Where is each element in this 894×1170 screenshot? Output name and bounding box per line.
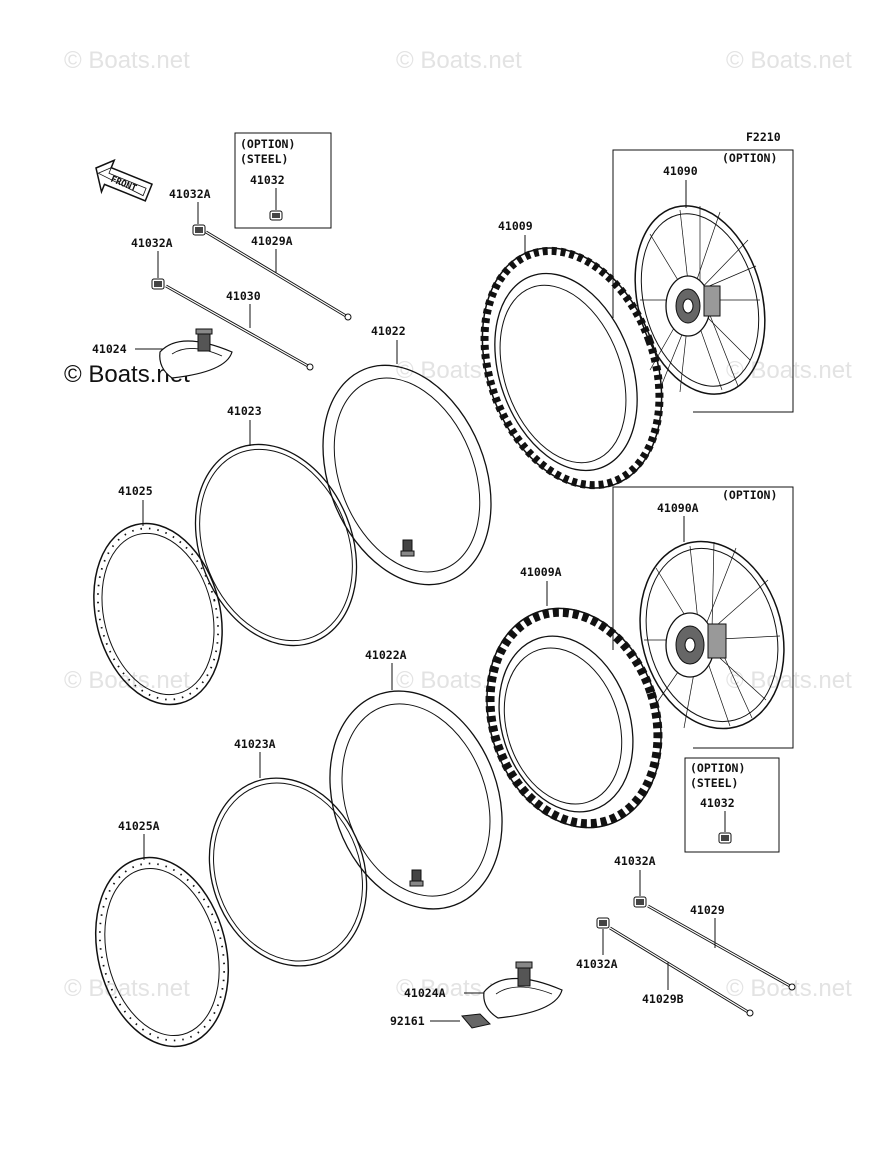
valve-icon — [409, 869, 424, 887]
label-41025A: 41025A — [118, 819, 160, 833]
label-41025: 41025 — [118, 484, 153, 498]
rim-lock-pad-icon — [461, 1013, 491, 1029]
spoke-icon — [205, 230, 352, 321]
label-41022: 41022 — [371, 324, 406, 338]
label-41029: 41029 — [690, 903, 725, 917]
nipple-icon — [192, 224, 206, 236]
watermark-5: © Boats.net — [726, 357, 852, 384]
label-41029A: 41029A — [251, 234, 293, 248]
part-label: 41032 — [700, 796, 735, 810]
label-41032A-3: 41032A — [614, 854, 656, 868]
option-box-front-wheel: (OPTION) 41090 — [612, 149, 794, 413]
spoke-icon — [647, 904, 796, 991]
watermark-8: © Boats.net — [726, 667, 852, 694]
option-text: (OPTION) — [240, 137, 295, 151]
tube-icon — [322, 364, 492, 586]
option-text: (OPTION) — [690, 761, 745, 775]
tube-icon — [329, 690, 503, 910]
label-41030: 41030 — [226, 289, 261, 303]
nipple-icon — [718, 832, 732, 844]
figure-code: F2210 — [746, 130, 781, 144]
label-41009: 41009 — [498, 219, 533, 233]
nipple-icon — [269, 210, 283, 221]
watermark-9: © Boats.net — [64, 975, 190, 1002]
nipple-icon — [596, 917, 610, 929]
rim-icon — [93, 522, 223, 706]
label-41022A: 41022A — [365, 648, 407, 662]
steel-text: (STEEL) — [240, 152, 288, 166]
label-41009A: 41009A — [520, 565, 562, 579]
part-label: 41090 — [663, 164, 698, 178]
rim-band-icon — [194, 443, 358, 647]
steel-text: (STEEL) — [690, 776, 738, 790]
valve-icon — [400, 539, 415, 557]
option-box-top-steel: (OPTION) (STEEL) 41032 — [234, 132, 332, 229]
spoke-icon — [165, 284, 314, 371]
option-text: (OPTION) — [722, 488, 777, 502]
option-box-bottom-steel: (OPTION) (STEEL) 41032 — [684, 757, 780, 853]
label-41032A-2: 41032A — [131, 236, 173, 250]
watermark-1: © Boats.net — [64, 47, 190, 74]
part-label: 41090A — [657, 501, 699, 515]
label-41023: 41023 — [227, 404, 262, 418]
label-41024A: 41024A — [404, 986, 446, 1000]
spoke-icon — [609, 926, 754, 1017]
rim-lock-icon — [159, 328, 233, 379]
label-41032A-4: 41032A — [576, 957, 618, 971]
watermark-2: © Boats.net — [396, 47, 522, 74]
part-label: 41032 — [250, 173, 285, 187]
label-41024: 41024 — [92, 342, 127, 356]
spoke-wheel-icon — [634, 205, 766, 395]
nipple-icon — [633, 896, 647, 908]
spoke-wheel-icon — [639, 540, 785, 730]
front-arrow-icon: FRONT — [95, 158, 154, 202]
label-92161: 92161 — [390, 1014, 425, 1028]
option-text: (OPTION) — [722, 151, 777, 165]
label-41032A-1: 41032A — [169, 187, 211, 201]
label-41029B: 41029B — [642, 992, 684, 1006]
rim-band-icon — [208, 777, 368, 967]
rim-lock-icon — [483, 961, 563, 1019]
knobby-tire-icon — [485, 607, 663, 829]
option-box-rear-wheel: (OPTION) 41090A — [612, 486, 794, 749]
watermark-3: © Boats.net — [726, 47, 852, 74]
label-41023A: 41023A — [234, 737, 276, 751]
nipple-icon — [151, 278, 165, 290]
rim-icon — [94, 856, 230, 1048]
